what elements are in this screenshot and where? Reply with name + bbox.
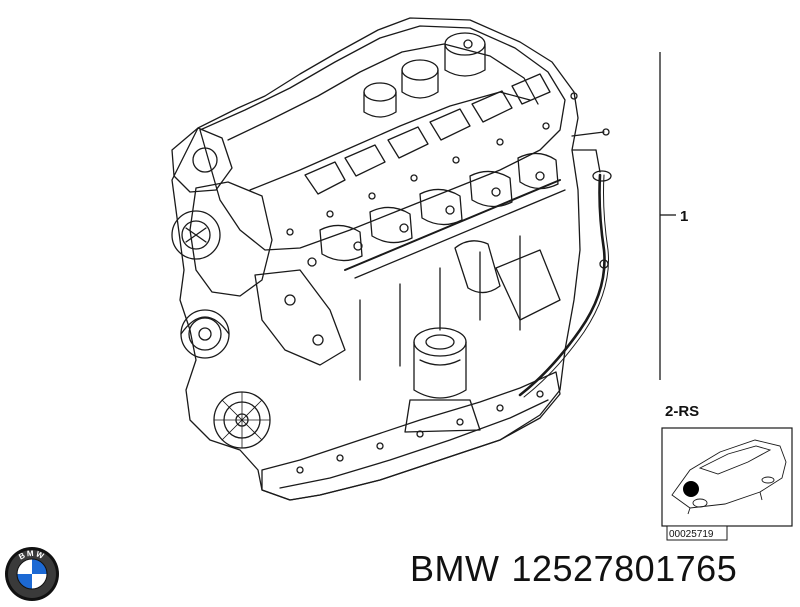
part-brand: BMW [410, 548, 500, 589]
logo-ring-text: BMW [17, 549, 45, 562]
callout-label-1: 1 [680, 208, 688, 225]
pan-bolts [296, 390, 544, 474]
engine-illustration [171, 17, 612, 501]
bmw-logo: BMW [4, 546, 60, 602]
callout-label-2-rs: 2-RS [665, 403, 699, 420]
head-bolts [286, 92, 578, 267]
svg-text:BMW: BMW [17, 549, 46, 562]
engine-location-marker [683, 481, 699, 497]
car-icon [671, 439, 787, 515]
callout-bracket [659, 52, 676, 380]
car-location-inset: 00025719 [661, 427, 793, 541]
bmw-roundel-icon: BMW [5, 547, 59, 601]
part-number: 12527801765 [511, 548, 738, 589]
part-title: BMW 12527801765 [410, 548, 737, 590]
inset-reference-number: 00025719 [669, 529, 714, 540]
